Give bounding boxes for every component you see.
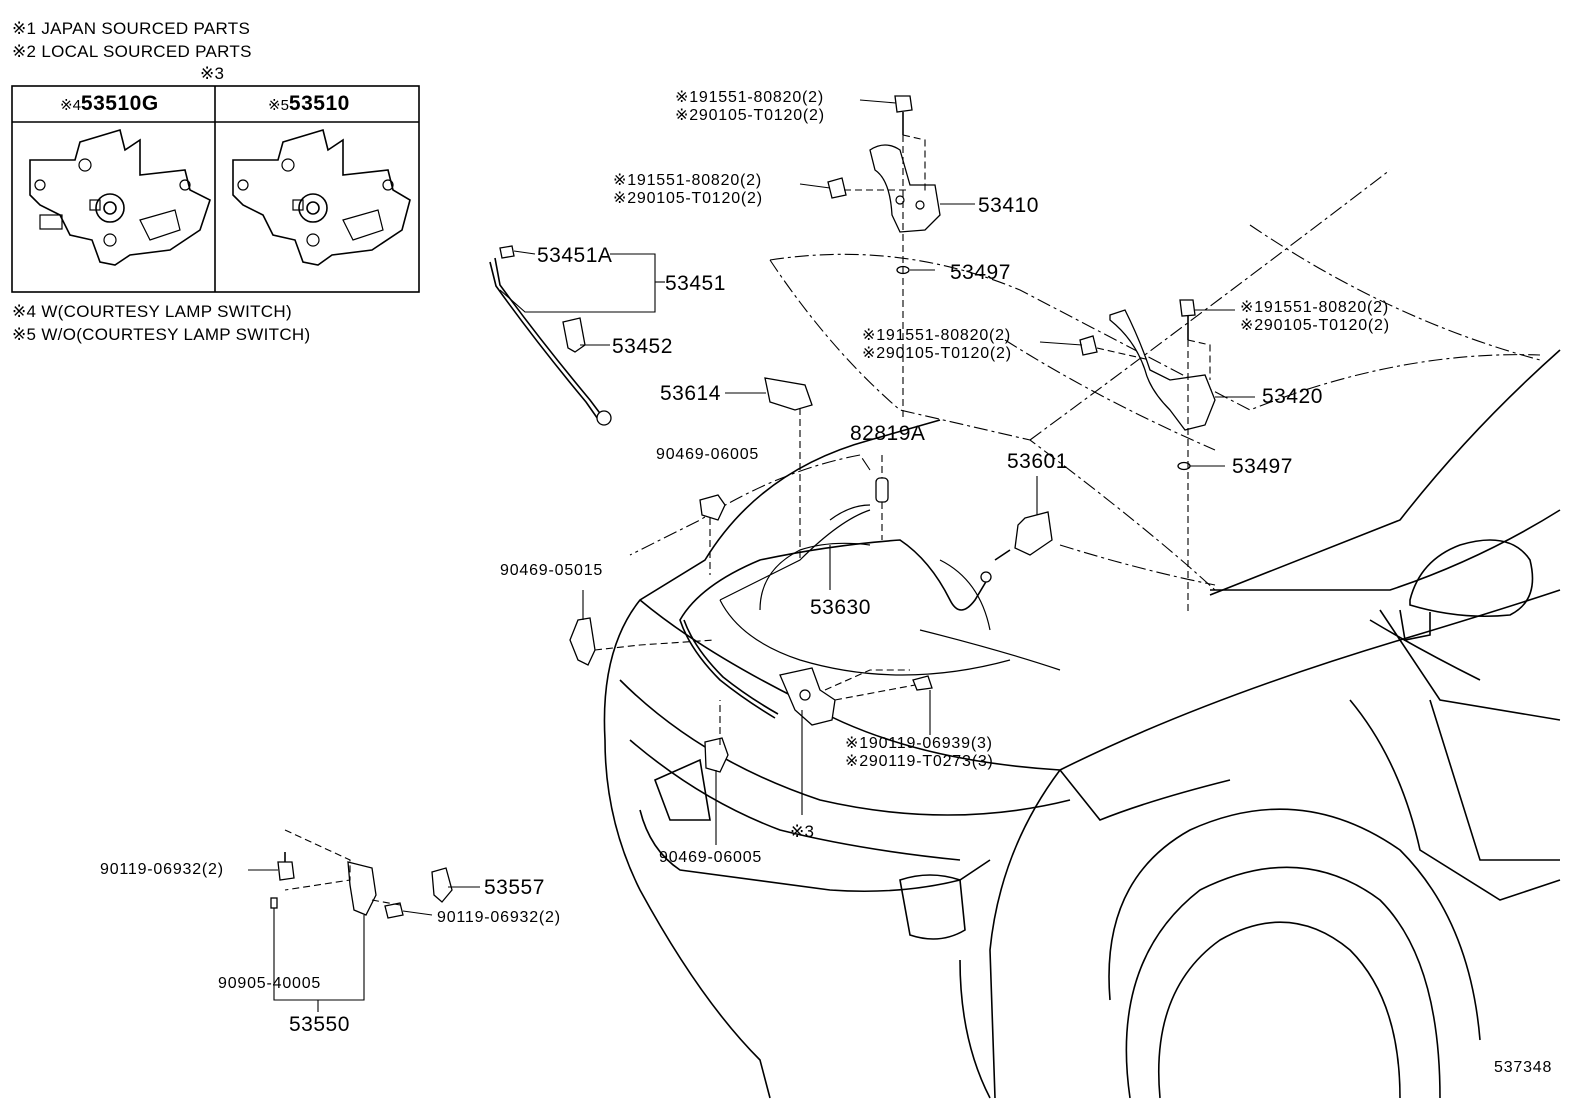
inset-box — [11, 85, 420, 293]
note-local-sourced: ※2 LOCAL SOURCED PARTS — [12, 42, 252, 61]
inset-header-right: ※553510 — [268, 93, 350, 114]
label-hinge-right-bolt-b1: ※191551-80820(2) — [862, 327, 1011, 344]
label-clip-side: 90469-05015 — [500, 562, 604, 579]
label-hinge-left-bolt-a2: ※290105-T0120(2) — [675, 107, 825, 124]
inset-right-part: 53510 — [288, 92, 350, 115]
label-82819A: 82819A — [850, 422, 926, 445]
label-bolt-left: 90119-06932(2) — [100, 861, 224, 878]
label-53410: 53410 — [978, 194, 1039, 217]
leader-lines — [248, 99, 1255, 1012]
label-53497-right: 53497 — [1232, 455, 1293, 478]
label-lock-bolt-1: ※190119-06939(3) — [845, 735, 993, 752]
label-53557: 53557 — [484, 876, 545, 899]
figure-number: 537348 — [1494, 1059, 1553, 1076]
label-clip-bottom: 90469-06005 — [659, 849, 763, 866]
hood-stay-53451 — [489, 245, 612, 426]
label-clip-top: 90469-06005 — [656, 446, 760, 463]
note-courtesy-lamp-with: ※4 W(COURTESY LAMP SWITCH) — [12, 302, 292, 321]
label-53614: 53614 — [660, 382, 721, 405]
label-hinge-right-bolt-a1: ※191551-80820(2) — [1240, 299, 1389, 316]
label-53452: 53452 — [612, 335, 673, 358]
label-53451A: 53451A — [537, 244, 613, 267]
inset-header-left: ※453510G — [60, 93, 159, 114]
label-lock-bolt-2: ※290119-T0273(3) — [845, 753, 994, 770]
label-bolt-right: 90119-06932(2) — [437, 909, 561, 926]
hinge-53410 — [827, 95, 941, 275]
label-53420: 53420 — [1262, 385, 1323, 408]
car-body-outline — [603, 349, 1561, 1099]
label-53497-left: 53497 — [950, 261, 1011, 284]
bottom-left-parts — [270, 852, 453, 919]
part-53601 — [994, 511, 1053, 561]
inset-left-part: 53510G — [80, 92, 159, 115]
label-53451: 53451 — [665, 272, 726, 295]
label-hinge-left-bolt-a1: ※191551-80820(2) — [675, 89, 824, 106]
clip-90469-06005-top — [699, 494, 726, 521]
label-hinge-left-bolt-b2: ※290105-T0120(2) — [613, 190, 763, 207]
label-hinge-right-bolt-b2: ※290105-T0120(2) — [862, 345, 1012, 362]
clip-90469-06005-bottom — [704, 737, 729, 773]
hinge-53420 — [1079, 299, 1216, 471]
label-hinge-right-bolt-a2: ※290105-T0120(2) — [1240, 317, 1390, 334]
alignment-lines — [284, 134, 1211, 906]
hood-lock — [779, 667, 933, 726]
label-53601: 53601 — [1007, 450, 1068, 473]
latch-53510G-drawing — [29, 128, 211, 266]
engine-bay — [719, 504, 1061, 676]
label-53550: 53550 — [289, 1013, 350, 1036]
note-3: ※3 — [200, 64, 225, 83]
label-90905-40005: 90905-40005 — [218, 975, 322, 992]
inset-right-mark: ※5 — [268, 97, 289, 114]
label-hinge-left-bolt-b1: ※191551-80820(2) — [613, 172, 762, 189]
inset-left-mark: ※4 — [60, 97, 81, 114]
part-53614 — [764, 377, 813, 411]
note-courtesy-lamp-without: ※5 W/O(COURTESY LAMP SWITCH) — [12, 325, 311, 344]
latch-53510-drawing — [232, 128, 411, 266]
part-82819A — [875, 477, 889, 503]
note-japan-sourced: ※1 JAPAN SOURCED PARTS — [12, 19, 251, 38]
clip-90469-05015 — [569, 617, 596, 666]
label-mark-3: ※3 — [790, 822, 815, 841]
label-53630: 53630 — [810, 596, 871, 619]
release-cable-53630 — [679, 539, 992, 719]
